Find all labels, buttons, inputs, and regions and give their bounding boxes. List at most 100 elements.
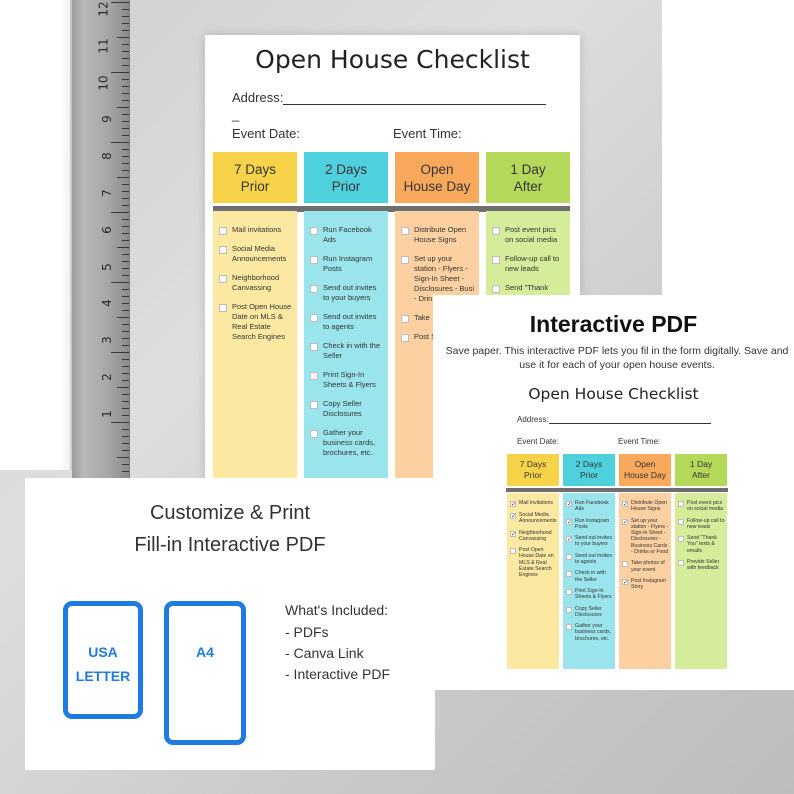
included-item: - PDFs: [285, 624, 329, 640]
interactive-address-field[interactable]: [548, 416, 711, 424]
interactive-desc-line1: Save paper. This interactive PDF lets yo…: [445, 345, 789, 357]
checkbox[interactable]: [566, 588, 572, 595]
checkbox[interactable]: [492, 256, 500, 264]
checklist-item-text: Follow-up call to new leads: [505, 254, 560, 273]
ruler-tick: [122, 338, 129, 339]
ruler-tick: [122, 331, 129, 332]
ruler-tick: [122, 429, 129, 430]
checklist-item-text: Post Open House Date on MLS & Real Estat…: [232, 302, 292, 341]
ruler-tick: [117, 177, 129, 178]
checkbox[interactable]: [566, 624, 572, 631]
header-divider: [213, 206, 570, 212]
ruler-number: 3: [100, 336, 115, 345]
checkbox-checked[interactable]: ✓: [510, 513, 517, 520]
ruler-tick: [111, 142, 129, 143]
checklist-item-text: Print Sign-In Sheets & Flyers: [575, 587, 612, 601]
checklist-item: ✓Mail invitations: [510, 500, 557, 508]
checklist-item: Post Open House Date on MLS & Real Estat…: [219, 302, 293, 342]
checkbox-checked[interactable]: ✓: [566, 518, 573, 526]
ruler-tick: [122, 324, 129, 325]
checkbox-checked[interactable]: ✓: [622, 578, 629, 586]
checkbox[interactable]: [678, 536, 684, 543]
checkbox[interactable]: [401, 256, 409, 264]
checkbox-checked[interactable]: ✓: [510, 530, 517, 538]
checkbox[interactable]: [401, 334, 409, 342]
checklist-item-text: Gather your business cards, brochures, e…: [575, 623, 612, 642]
ruler-tick: [122, 275, 129, 276]
checkbox[interactable]: [310, 285, 318, 293]
checkbox[interactable]: [566, 571, 572, 578]
checkbox-checked[interactable]: ✓: [622, 501, 629, 508]
column-header-line: After: [513, 178, 543, 194]
checkbox[interactable]: [678, 518, 684, 525]
ruler-tick: [122, 156, 129, 157]
checklist-item-text: Social Media Announcements: [232, 244, 287, 263]
column-header-line: Open: [420, 161, 454, 177]
ruler-tick: [122, 30, 129, 31]
checkbox[interactable]: [310, 227, 318, 235]
checkbox[interactable]: [310, 343, 318, 351]
checkbox[interactable]: [492, 285, 500, 293]
ruler-tick: [122, 303, 129, 304]
ruler-tick: [122, 9, 129, 10]
checkbox[interactable]: [566, 606, 572, 613]
checklist-item: Send out invites to agents: [310, 312, 384, 332]
checkbox[interactable]: [310, 256, 318, 264]
ruler-tick: [122, 380, 129, 381]
ruler-tick: [122, 149, 129, 150]
checkbox[interactable]: [510, 548, 516, 555]
address-field[interactable]: [283, 93, 547, 105]
checkbox[interactable]: [219, 227, 227, 235]
checklist-item: Send out invites to your buyers: [310, 283, 384, 303]
checkbox-checked[interactable]: ✓: [566, 536, 573, 544]
checkbox[interactable]: [566, 553, 572, 560]
address-label: Address:: [232, 90, 284, 105]
checklist-item-text: Neighborhood Canvassing: [519, 529, 552, 542]
ruler-tick: [117, 107, 129, 108]
checkbox-checked[interactable]: ✓: [510, 501, 517, 508]
ruler-number: 10: [96, 74, 111, 91]
included-item: - Canva Link: [285, 645, 364, 661]
checkbox[interactable]: [401, 227, 409, 235]
column-header-line: Prior: [524, 470, 542, 480]
checklist-item-text: Take: [414, 313, 430, 322]
interactive-event-date-label: Event Date:: [517, 437, 559, 446]
checkbox[interactable]: [401, 315, 409, 323]
checkbox[interactable]: [219, 275, 227, 283]
ruler-tick: [117, 37, 129, 38]
ruler-tick: [122, 44, 129, 45]
checkbox[interactable]: [310, 314, 318, 322]
background-white-right: [662, 0, 794, 300]
ruler-tick: [111, 212, 129, 213]
checklist-item-text: Mail invitations: [232, 225, 282, 234]
ruler-tick: [122, 268, 129, 269]
checkbox-checked[interactable]: ✓: [566, 501, 573, 508]
background-white-left: [0, 0, 70, 470]
checkbox[interactable]: [678, 560, 684, 567]
checkbox[interactable]: [678, 501, 684, 507]
checkbox[interactable]: [310, 372, 318, 380]
ruler-tick: [122, 394, 129, 395]
ruler-tick: [122, 93, 129, 94]
ruler-tick: [122, 163, 129, 164]
ruler-tick: [122, 205, 129, 206]
column-header-line: 7 Days: [519, 459, 547, 469]
checkbox[interactable]: [219, 304, 227, 312]
checkbox[interactable]: [310, 430, 318, 438]
checklist-item: Mail invitations: [219, 225, 293, 235]
checklist-item: Copy Seller Disclosures: [310, 399, 384, 419]
checkbox[interactable]: [310, 401, 318, 409]
checkbox[interactable]: [219, 246, 227, 254]
checklist-item: ✓Send out invites to your buyers: [566, 535, 613, 548]
interactive-checklist-title: Open House Checklist: [528, 385, 699, 403]
checkbox-checked[interactable]: ✓: [622, 518, 629, 526]
ruler-tick: [111, 72, 129, 73]
column-body: ✓Distribute Open House Signs✓Set up your…: [619, 493, 671, 669]
checkbox[interactable]: [492, 227, 500, 235]
ruler-tick: [122, 373, 129, 374]
checklist-item-text: Run Facebook Ads: [575, 500, 609, 513]
checkbox[interactable]: [622, 561, 628, 568]
